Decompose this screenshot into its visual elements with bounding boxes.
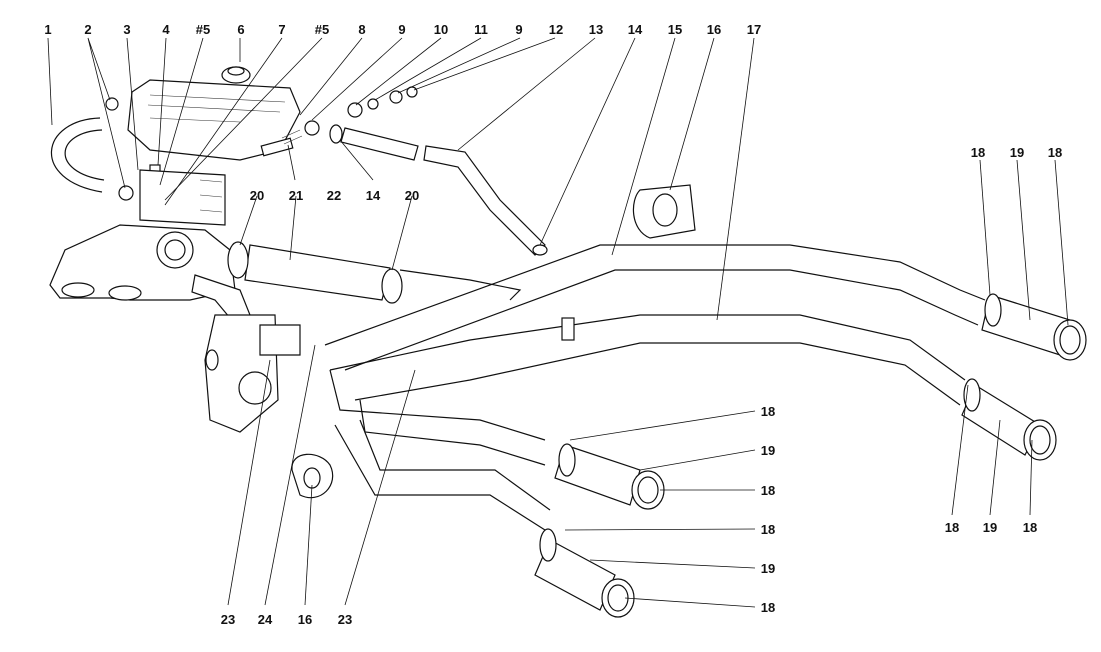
callout-12: 12 [549, 22, 563, 37]
callout-labels: 1 2 3 4 #5 6 7 #5 8 9 10 11 9 12 13 14 1… [44, 22, 1062, 627]
grommet-upper [632, 184, 696, 239]
callout-18c: 18 [761, 522, 775, 537]
callout-5b: #5 [315, 22, 329, 37]
callout-19b: 19 [761, 561, 775, 576]
callout-16b: 16 [298, 612, 312, 627]
callout-22: 22 [327, 188, 341, 203]
callout-8: 8 [358, 22, 365, 37]
callout-4: 4 [162, 22, 170, 37]
pipe-15 [324, 244, 986, 371]
callout-18f: 18 [1023, 520, 1037, 535]
callout-23b: 23 [338, 612, 352, 627]
callout-24: 24 [258, 612, 273, 627]
callout-16a: 16 [707, 22, 721, 37]
callout-7: 7 [278, 22, 285, 37]
callout-3: 3 [123, 22, 130, 37]
callout-19c: 19 [983, 520, 997, 535]
callout-19a: 19 [761, 443, 775, 458]
callout-18a: 18 [761, 404, 775, 419]
thermostat-housing [49, 224, 251, 319]
callout-18b: 18 [761, 483, 775, 498]
right-lower-hose [961, 378, 1057, 461]
callout-11: 11 [474, 22, 488, 37]
lower-pipe-b [334, 419, 551, 531]
callout-23a: 23 [221, 612, 235, 627]
callout-14a: 14 [628, 22, 643, 37]
tank-bracket [139, 169, 226, 226]
callout-18-r2: 18 [1048, 145, 1062, 160]
breather-hose [50, 117, 105, 193]
middle-hose [554, 443, 665, 510]
callout-9a: 9 [398, 22, 405, 37]
callout-15: 15 [668, 22, 682, 37]
callout-2: 2 [84, 22, 91, 37]
upper-bypass-hose [329, 124, 548, 256]
water-pump-cover [204, 314, 301, 433]
callout-21: 21 [289, 188, 303, 203]
bleed-screw-and-washers [260, 86, 418, 157]
leader-lines [47, 37, 1069, 608]
bottom-hose [534, 528, 635, 618]
callout-18-r1: 18 [971, 145, 985, 160]
callout-17: 17 [747, 22, 761, 37]
right-upper-hose [981, 293, 1087, 361]
hose-21 [227, 241, 403, 304]
pipe-17 [329, 314, 966, 406]
callout-20b: 20 [405, 188, 419, 203]
callout-5a: #5 [196, 22, 210, 37]
lower-pipe-a [329, 369, 546, 466]
callout-18e: 18 [945, 520, 959, 535]
grommet-lower [291, 453, 334, 499]
callout-10: 10 [434, 22, 448, 37]
callout-20a: 20 [250, 188, 264, 203]
callout-1: 1 [44, 22, 51, 37]
callout-14b: 14 [366, 188, 381, 203]
callout-6: 6 [237, 22, 244, 37]
callout-9b: 9 [515, 22, 522, 37]
callout-18d: 18 [761, 600, 775, 615]
callout-19-r: 19 [1010, 145, 1024, 160]
callout-13: 13 [589, 22, 603, 37]
